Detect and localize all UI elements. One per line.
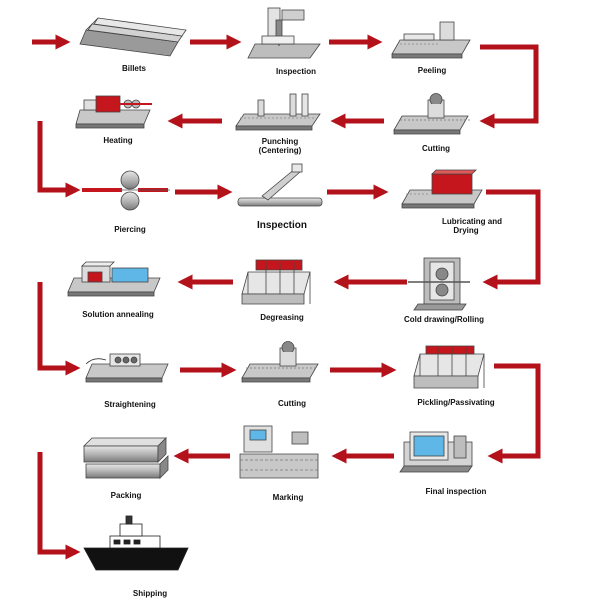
label-marking: Marking	[273, 493, 304, 502]
billets-icon	[79, 17, 187, 57]
lubricating-tank-icon	[401, 169, 483, 209]
label-cutting-1: Cutting	[422, 144, 450, 153]
label-straightening: Straightening	[104, 400, 156, 409]
heating-furnace-icon	[75, 95, 152, 129]
arrow-packing-shipping	[37, 452, 81, 560]
label-final-inspection: Final inspection	[426, 487, 487, 496]
packing-bundle-icon	[83, 437, 169, 479]
final-inspection-icon	[399, 431, 473, 473]
rolling-mill-icon	[408, 257, 470, 311]
label-punching-sub: (Centering)	[259, 146, 302, 155]
straightening-machine-icon	[85, 353, 169, 383]
label-shipping: Shipping	[133, 589, 167, 598]
label-heating: Heating	[103, 136, 132, 145]
label-packing: Packing	[111, 491, 142, 500]
peeling-machine-icon	[391, 21, 471, 59]
tube-inspection-icon	[237, 163, 323, 207]
label-lubricating-sub: Drying	[453, 226, 478, 235]
marking-machine-icon	[239, 425, 319, 479]
punching-machine-icon	[235, 93, 321, 131]
label-billets: Billets	[122, 64, 147, 73]
label-lubricating: Lubricating and	[442, 217, 502, 226]
step-labels: Billets Inspection Peeling Cutting Punch…	[82, 64, 502, 598]
label-degreasing: Degreasing	[260, 313, 304, 322]
label-cutting-2: Cutting	[278, 399, 306, 408]
label-inspection-2: Inspection	[257, 220, 307, 231]
label-pickling: Pickling/Passivating	[417, 398, 494, 407]
inspection-machine-icon	[247, 7, 321, 59]
degreasing-rack-icon	[241, 259, 311, 305]
pickling-rack-icon	[413, 345, 485, 389]
label-solution-annealing: Solution annealing	[82, 310, 154, 319]
label-punching: Punching	[262, 137, 299, 146]
label-peeling: Peeling	[418, 66, 447, 75]
arrow-peeling-cutting	[479, 44, 539, 129]
arrow-pickling-final	[487, 363, 541, 464]
piercing-rolls-icon	[82, 170, 170, 211]
arrow-lubricating-drawing	[482, 189, 541, 290]
arrow-heating-piercing	[37, 121, 81, 198]
flow-arrows	[32, 34, 541, 560]
cutting-machine-icon-2	[241, 341, 319, 383]
label-piercing: Piercing	[114, 225, 146, 234]
label-cold-drawing: Cold drawing/Rolling	[404, 315, 484, 324]
cutting-machine-icon-1	[393, 93, 470, 135]
arrow-annealing-straightening	[37, 282, 81, 376]
ship-icon	[83, 515, 189, 571]
annealing-furnace-icon	[67, 261, 161, 297]
label-inspection-1: Inspection	[276, 67, 316, 76]
